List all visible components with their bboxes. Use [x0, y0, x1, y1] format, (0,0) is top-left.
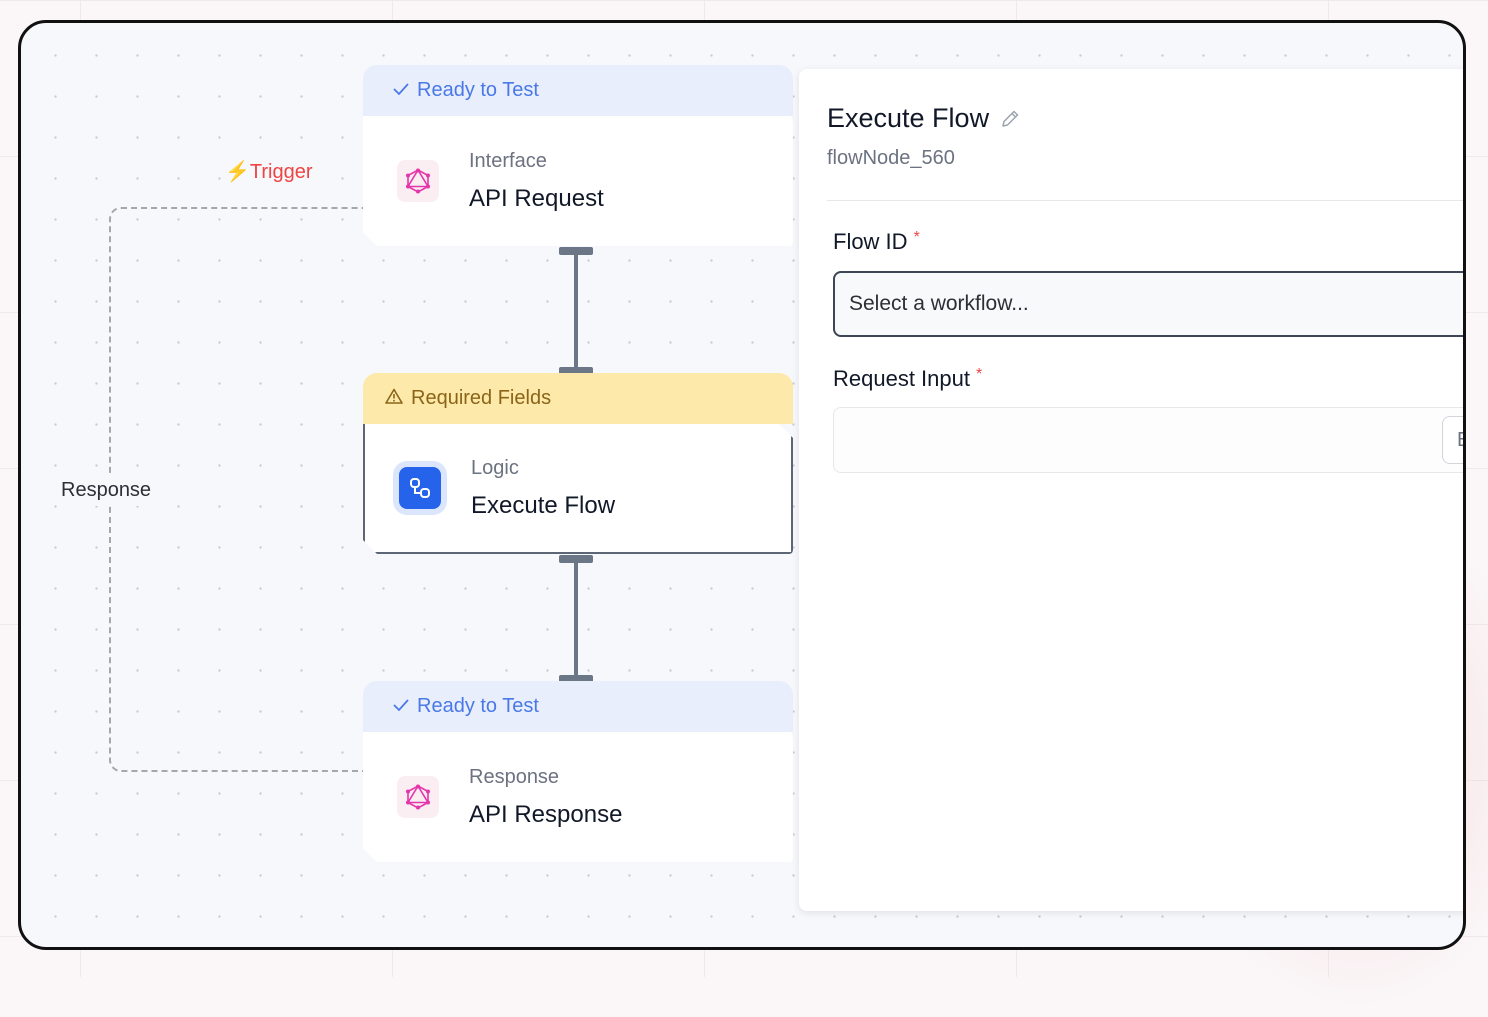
request-input-editor-button[interactable]: E	[1442, 416, 1463, 464]
node-id-label: flowNode_560	[827, 147, 955, 169]
node-body[interactable]: Logic Execute Flow	[363, 424, 793, 554]
panel-divider	[827, 200, 1463, 201]
connector-handle-bottom[interactable]	[559, 675, 593, 683]
connector-edge-2	[559, 555, 593, 683]
connector-handle-top[interactable]	[559, 555, 593, 563]
node-title: API Request	[469, 184, 604, 212]
node-category: Response	[469, 765, 560, 788]
flow-node-execute-flow[interactable]: Required Fields Logic Execute Flow	[363, 373, 793, 554]
node-status-bar: Ready to Test	[363, 65, 793, 116]
connector-edge-1	[559, 247, 593, 375]
connector-handle-top[interactable]	[559, 247, 593, 255]
logic-flow-icon	[399, 467, 441, 509]
graphql-icon	[397, 776, 439, 818]
warning-icon	[385, 388, 403, 409]
required-marker: *	[975, 366, 983, 383]
node-category: Interface	[469, 149, 547, 172]
request-input-field[interactable]: E	[833, 407, 1463, 473]
flow-id-placeholder: Select a workflow...	[849, 292, 1029, 315]
flow-id-label: Flow ID*	[833, 229, 920, 254]
check-icon	[393, 696, 409, 717]
request-input-label: Request Input*	[833, 366, 983, 391]
check-icon	[393, 80, 409, 101]
pencil-icon[interactable]	[999, 108, 1021, 130]
panel-title: Execute Flow	[827, 103, 1021, 134]
node-title: Execute Flow	[471, 491, 616, 519]
required-marker: *	[913, 229, 920, 246]
flow-id-select[interactable]: Select a workflow...	[833, 271, 1463, 337]
flow-node-api-request[interactable]: Ready to Test Interface API Request	[363, 65, 793, 246]
node-status-bar: Ready to Test	[363, 681, 793, 732]
node-title: API Response	[469, 800, 623, 828]
node-properties-panel: Execute Flow flowNode_560 Flow ID* Selec…	[799, 69, 1463, 911]
node-body[interactable]: Response API Response	[363, 732, 793, 862]
connector-handle-bottom[interactable]	[559, 367, 593, 375]
trigger-edge-label: ⚡Trigger	[223, 159, 315, 184]
graphql-icon	[397, 160, 439, 202]
lightning-icon: ⚡	[225, 161, 250, 183]
response-edge-label: Response	[59, 475, 154, 506]
node-category: Logic	[471, 456, 519, 479]
flow-canvas[interactable]: ⚡Trigger Response Ready to Test	[18, 20, 1466, 950]
node-body[interactable]: Interface API Request	[363, 116, 793, 246]
node-status-bar: Required Fields	[363, 373, 793, 424]
flow-node-api-response[interactable]: Ready to Test Response API Response	[363, 681, 793, 862]
